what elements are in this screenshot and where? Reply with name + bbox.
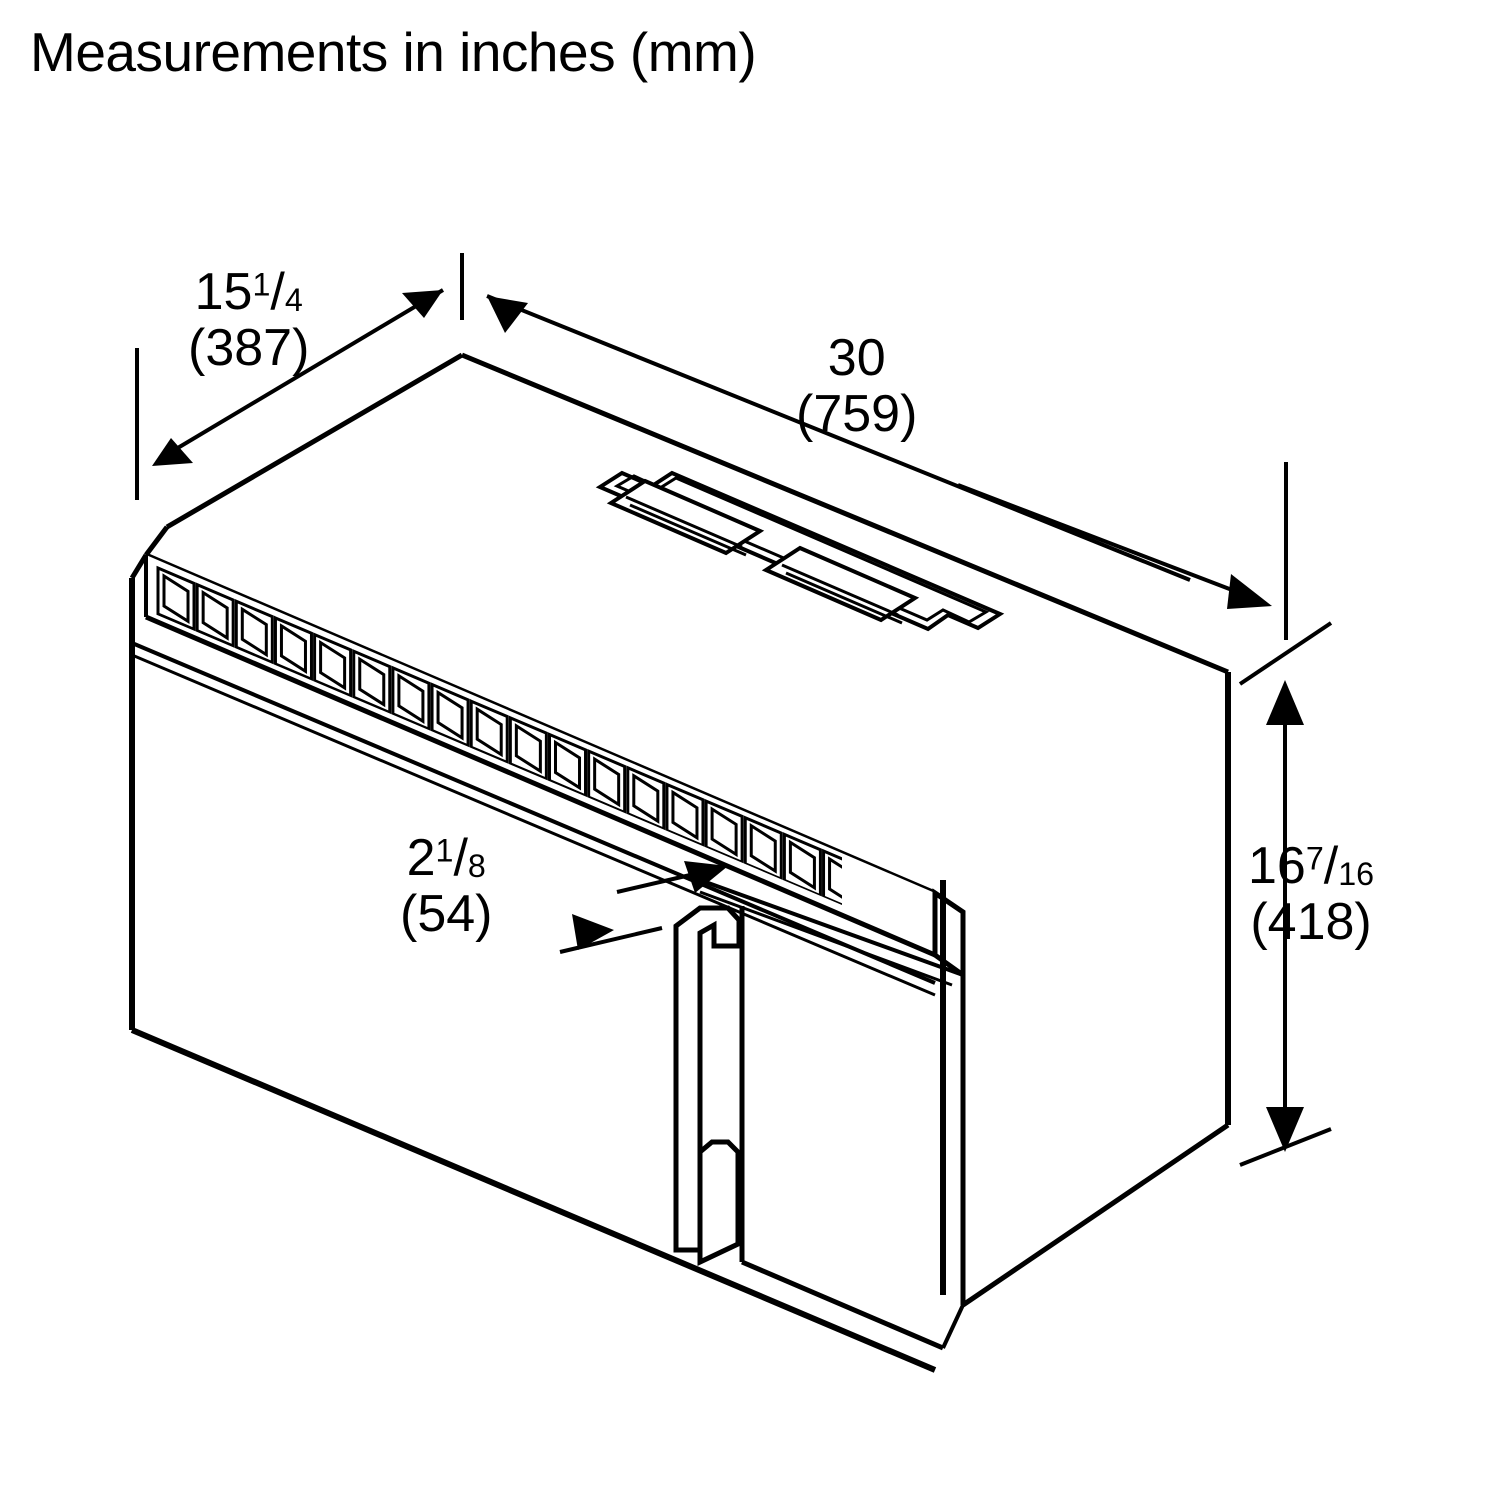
vent-slot [665, 782, 705, 849]
vent-slot-inner [201, 589, 229, 641]
depth-arrow-head-left [152, 438, 193, 466]
height-dimension-label: 167/16 (418) [1248, 838, 1374, 950]
body-upper-seam-line [131, 641, 936, 985]
vent-band-bottom-edge [145, 614, 936, 958]
vent-slot [156, 565, 196, 632]
top-back-left-edge [165, 352, 464, 530]
top-damper-recess-left [606, 478, 765, 556]
vent-slot-inner [671, 789, 699, 841]
top-damper-inner-outline [613, 474, 990, 624]
depth-arrow-head-right [402, 290, 443, 318]
vent-grille [156, 565, 842, 905]
vent-slot [743, 815, 783, 882]
vent-slot-inner [828, 856, 842, 905]
vent-slot [626, 765, 666, 832]
door-bottom-right-corner [941, 1304, 965, 1349]
vent-slot [195, 582, 235, 649]
width-arrow-head-right [1227, 574, 1272, 609]
vent-slot [273, 615, 313, 682]
vent-slot [822, 848, 842, 905]
height-extension-line-bottom [1239, 1127, 1332, 1167]
vent-slot-inner [788, 839, 816, 891]
door-bottom-edge [741, 1259, 944, 1351]
vent-slot-inner [749, 823, 777, 874]
vent-slot-inner [554, 739, 582, 791]
vent-slot-inner [514, 723, 542, 774]
right-face-upper-guide [963, 975, 1228, 1125]
width-arrow-head-left [487, 296, 528, 333]
vent-slot [391, 665, 431, 732]
height-extension-line-top [1238, 621, 1333, 686]
vent-slot [508, 715, 548, 782]
width-dimension-line-upper [486, 294, 1191, 582]
page-title: Measurements in inches (mm) [30, 21, 757, 83]
width-inches-whole: 30 [827, 329, 886, 387]
door-top-seam [699, 878, 964, 977]
vent-gap-arrow-head-lower [572, 914, 614, 950]
depth-dimension-line [169, 288, 445, 454]
vent-slot-inner [162, 573, 190, 625]
door-handle [673, 905, 742, 1253]
width-dimension-label: 30 (759) [796, 330, 917, 442]
vent-slot-inner [593, 756, 621, 808]
vent-gap-inches-whole: 2 [406, 829, 436, 887]
vent-gap-mm: (54) [400, 885, 493, 944]
height-inches-line: 167/16 [1248, 838, 1374, 894]
height-inches-whole: 16 [1248, 837, 1306, 895]
vent-slot [587, 748, 627, 815]
top-left-chamfer [144, 525, 169, 557]
top-back-right-edge [461, 352, 1229, 675]
vent-gap-dimension-label: 21/8 (54) [400, 830, 492, 942]
vent-slot [313, 632, 353, 699]
width-inches-line: 30 [796, 330, 917, 386]
vent-slot-inner [240, 606, 268, 658]
vent-band-right-endcap [932, 888, 966, 980]
vent-slot [782, 832, 822, 898]
vent-slot-inner [710, 806, 738, 858]
depth-mm: (387) [188, 319, 310, 378]
top-damper-slot-lines [625, 495, 903, 625]
height-fraction: 7/16 [1305, 837, 1375, 895]
left-upper-chamfer [129, 553, 149, 580]
vent-slot-inner [475, 706, 503, 758]
body-bottom-front-edge [130, 1027, 937, 1373]
right-face-bottom-edge [961, 1122, 1230, 1308]
vent-slot-inner [319, 639, 347, 691]
vent-gap-fraction: 1/8 [435, 829, 486, 887]
vent-slot-inner [358, 656, 386, 708]
vent-slot-inner [632, 773, 660, 824]
vent-slot [469, 698, 509, 765]
body-upper-seam-line-2 [131, 653, 936, 997]
height-arrow-head-top [1266, 680, 1304, 725]
depth-dimension-label: 151/4 (387) [188, 264, 309, 376]
vent-slot-inner [436, 689, 464, 741]
depth-inches-line: 151/4 [188, 264, 309, 320]
top-damper-recess-right [761, 545, 920, 623]
vent-slot [234, 599, 274, 665]
vent-gap-inches-line: 21/8 [400, 830, 492, 886]
door-top-seam-2 [699, 890, 953, 987]
handle-lower-bracket [697, 1139, 741, 1266]
width-dimension-line-lower [957, 483, 1254, 600]
height-arrow-head-bottom [1266, 1107, 1304, 1152]
depth-fraction: 1/4 [252, 263, 303, 321]
height-mm: (418) [1250, 893, 1372, 952]
depth-inches-whole: 15 [194, 263, 253, 321]
vent-slot [430, 682, 470, 749]
width-mm: (759) [796, 385, 918, 444]
vent-slot-inner [279, 623, 307, 675]
vent-slot-inner [397, 673, 425, 724]
vent-gap-arrow-head-upper [684, 861, 728, 893]
vent-slot [704, 798, 744, 865]
vent-slot [352, 648, 392, 715]
vent-gap-dimension-line-lower [559, 926, 663, 954]
vent-slot [548, 732, 588, 799]
